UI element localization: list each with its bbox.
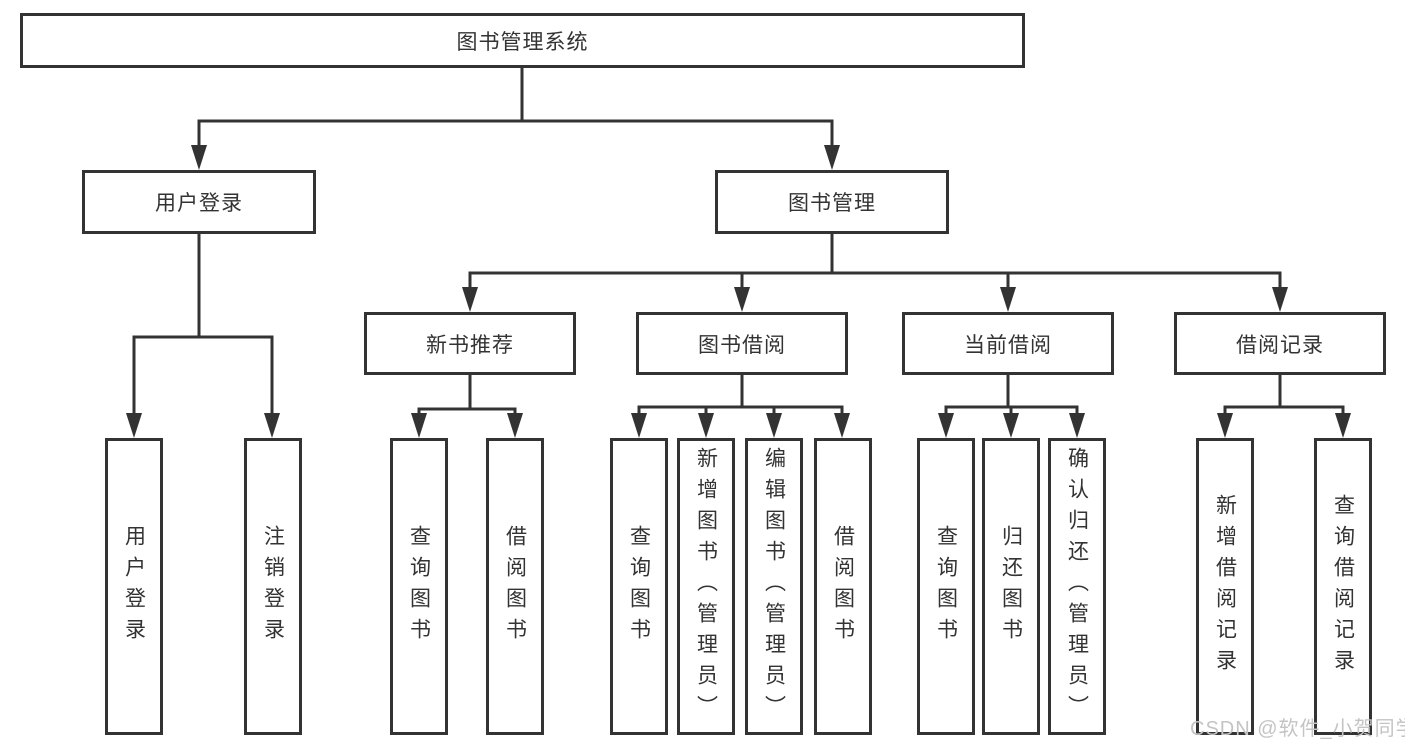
leaf-add-borrow-record: 新增借阅记录 — [1196, 438, 1254, 735]
watermark: CSDN @软件_小贺同学 — [1190, 718, 1405, 740]
node-new-book-recommend: 新书推荐 — [364, 312, 576, 375]
leaf-confirm-return-admin-label: 确认归还（管理员） — [1065, 447, 1089, 726]
leaf-logout: 注销登录 — [244, 438, 302, 735]
node-borrow-records: 借阅记录 — [1174, 312, 1386, 375]
leaf-borrow-books-borrow-label: 借阅图书 — [831, 524, 855, 649]
node-root-label: 图书管理系统 — [456, 30, 589, 54]
node-user-login-label: 用户登录 — [155, 192, 243, 215]
leaf-query-books-recommend: 查询图书 — [390, 438, 448, 735]
node-current-borrow-label: 当前借阅 — [964, 333, 1052, 357]
leaf-query-books-current-label: 查询图书 — [934, 524, 958, 649]
node-book-management: 图书管理 — [715, 170, 949, 234]
node-book-borrow-label: 图书借阅 — [698, 333, 786, 357]
leaf-query-borrow-record-label: 查询借阅记录 — [1331, 493, 1355, 680]
leaf-query-books-current: 查询图书 — [917, 438, 975, 735]
leaf-edit-book-admin-label: 编辑图书（管理员） — [762, 447, 786, 726]
leaf-user-login: 用户登录 — [105, 438, 163, 735]
arrowheads — [126, 145, 1351, 438]
leaf-query-books-borrow-label: 查询图书 — [627, 524, 651, 649]
leaf-borrow-books-recommend-label: 借阅图书 — [503, 524, 527, 649]
leaf-confirm-return-admin: 确认归还（管理员） — [1048, 438, 1106, 735]
node-book-management-label: 图书管理 — [788, 192, 876, 215]
leaf-logout-label: 注销登录 — [261, 524, 285, 649]
node-user-login: 用户登录 — [82, 170, 316, 234]
leaf-return-book-label: 归还图书 — [999, 524, 1023, 649]
leaf-edit-book-admin: 编辑图书（管理员） — [745, 438, 803, 735]
node-root: 图书管理系统 — [20, 13, 1025, 68]
node-book-borrow: 图书借阅 — [636, 312, 848, 375]
node-current-borrow: 当前借阅 — [902, 312, 1114, 375]
leaf-user-login-label: 用户登录 — [122, 524, 146, 649]
leaf-add-book-admin-label: 新增图书（管理员） — [694, 447, 718, 726]
leaf-add-borrow-record-label: 新增借阅记录 — [1213, 493, 1237, 680]
leaf-query-borrow-record: 查询借阅记录 — [1314, 438, 1372, 735]
leaf-query-books-borrow: 查询图书 — [610, 438, 668, 735]
leaf-borrow-books-recommend: 借阅图书 — [486, 438, 544, 735]
leaf-borrow-books-borrow: 借阅图书 — [814, 438, 872, 735]
leaf-add-book-admin: 新增图书（管理员） — [677, 438, 735, 735]
node-borrow-records-label: 借阅记录 — [1236, 333, 1324, 357]
node-new-book-recommend-label: 新书推荐 — [426, 333, 514, 357]
leaf-query-books-recommend-label: 查询图书 — [407, 524, 431, 649]
leaf-return-book: 归还图书 — [982, 438, 1040, 735]
